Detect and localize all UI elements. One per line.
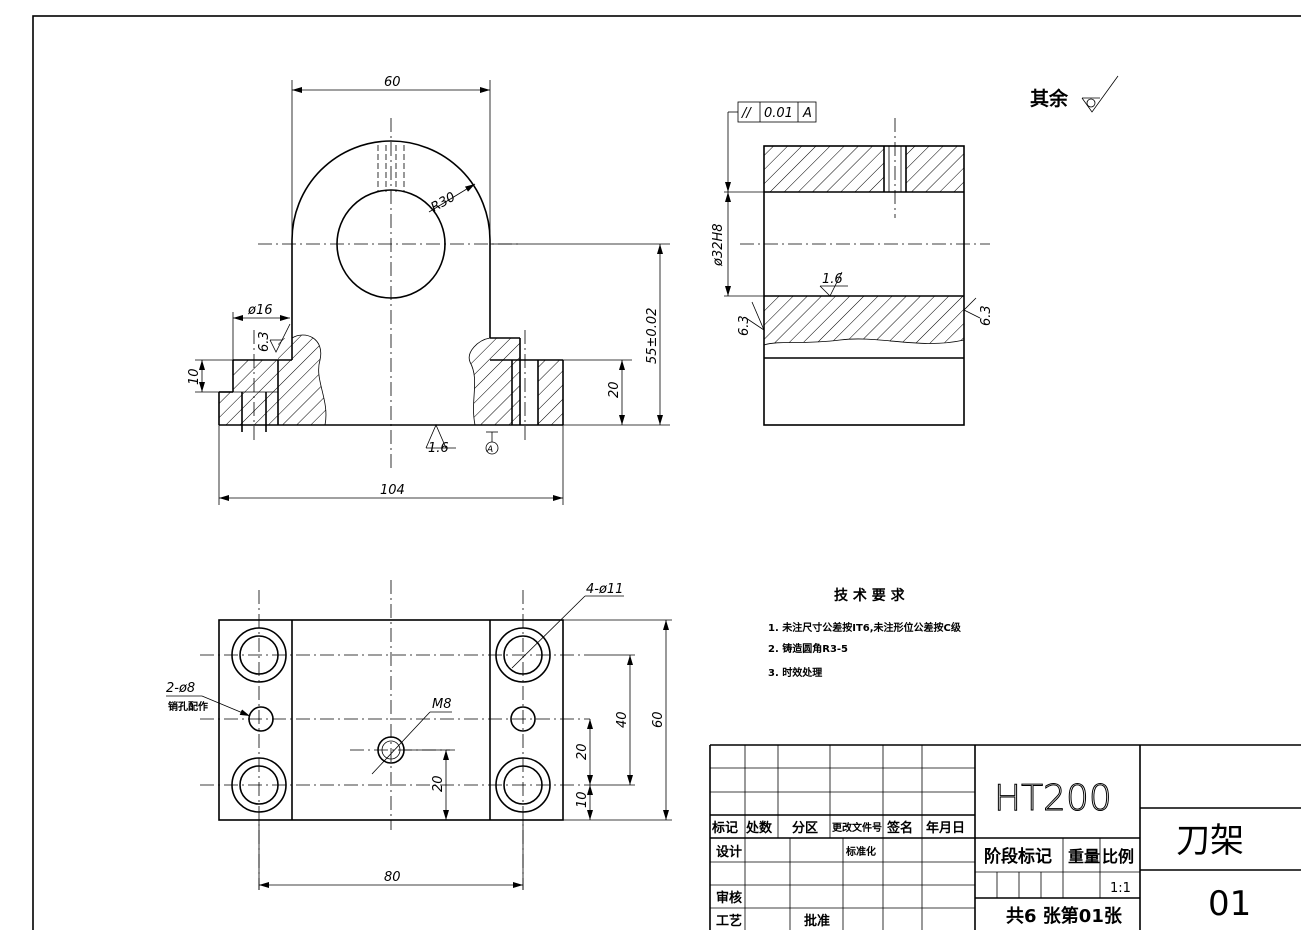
tol-value: 0.01 — [764, 106, 793, 121]
tb-review: 审核 — [716, 890, 742, 906]
tb-doc: 更改文件号 — [832, 821, 882, 834]
pin-note: 销孔配作 — [168, 700, 208, 713]
dim-flange-height: 10 — [187, 368, 202, 385]
tb-ratio-label: 比例 — [1102, 847, 1134, 866]
side-view: ø32H8 // 0.01 A 1.6 6.3 6.3 其余 — [711, 75, 1119, 426]
ra-right: 6.3 — [979, 305, 994, 326]
tb-standard: 标准化 — [845, 845, 876, 858]
other-surfaces-note: 其余 — [1030, 87, 1069, 110]
tech-req-title: 技 术 要 求 — [834, 587, 906, 604]
title-material: HT200 — [994, 778, 1112, 819]
tb-ratio: 1:1 — [1110, 881, 1131, 896]
ra-base: 1.6 — [428, 441, 449, 456]
front-view: 60 R30 ø16 6.3 10 104 20 55±0.02 1.6 — [187, 75, 670, 505]
dim-hole-callout: 4-ø11 — [586, 582, 623, 597]
dim-plan-40: 40 — [615, 711, 630, 728]
tb-process: 工艺 — [716, 913, 742, 929]
dim-plan-20b: 20 — [431, 775, 446, 792]
dim-plan-width: 60 — [651, 711, 666, 728]
tb-sign: 签名 — [886, 820, 913, 836]
dim-base-width: 104 — [380, 483, 405, 498]
dim-top-width: 60 — [384, 75, 401, 90]
tb-stage: 阶段标记 — [984, 846, 1052, 867]
tb-count: 处数 — [745, 820, 773, 836]
dim-bore: ø32H8 — [711, 223, 726, 267]
dim-pin-callout: 2-ø8 — [166, 681, 195, 696]
dim-center-height: 55±0.02 — [645, 308, 660, 364]
tb-date: 年月日 — [926, 820, 965, 836]
tech-req-item-1: 1. 未注尺寸公差按IT6,未注形位公差按C级 — [768, 621, 962, 634]
dim-radius: R30 — [429, 190, 459, 216]
tb-approve: 批准 — [804, 913, 830, 929]
top-view: 4-ø11 2-ø8 销孔配作 M8 60 40 20 10 20 80 — [166, 580, 672, 890]
tb-sheets: 共6 张第01张 — [1006, 905, 1123, 927]
dim-counterbore: ø16 — [247, 303, 273, 318]
tb-design: 设计 — [716, 844, 742, 860]
dim-flange-depth: 20 — [607, 381, 622, 398]
tb-mark: 标记 — [711, 820, 738, 836]
title-drawing-no: 01 — [1208, 884, 1251, 924]
title-part-name: 刀架 — [1176, 821, 1244, 861]
dim-thread: M8 — [432, 697, 452, 712]
dim-plan-20a: 20 — [575, 743, 590, 760]
tb-weight: 重量 — [1068, 847, 1100, 866]
tech-req-item-2: 2. 铸造圆角R3-5 — [768, 642, 848, 655]
side-lower-section — [764, 296, 964, 345]
title-block: HT200 刀架 01 标记 处数 分区 更改文件号 签名 年月日 设计 标准化… — [709, 744, 1301, 930]
ra-left: 6.3 — [737, 315, 752, 336]
tol-symbol: // — [741, 106, 752, 121]
dim-plan-10: 10 — [575, 791, 590, 808]
drawing-border — [32, 15, 1301, 930]
dim-plan-80: 80 — [384, 870, 401, 885]
ra-bore: 1.6 — [822, 272, 843, 287]
technical-requirements: 技 术 要 求 1. 未注尺寸公差按IT6,未注形位公差按C级 2. 铸造圆角R… — [768, 587, 962, 679]
datum-a: A — [486, 445, 493, 455]
ra-counterbore: 6.3 — [257, 331, 272, 352]
tb-zone: 分区 — [792, 820, 818, 836]
tech-req-item-3: 3. 时效处理 — [768, 666, 822, 679]
tol-datum: A — [802, 106, 812, 121]
